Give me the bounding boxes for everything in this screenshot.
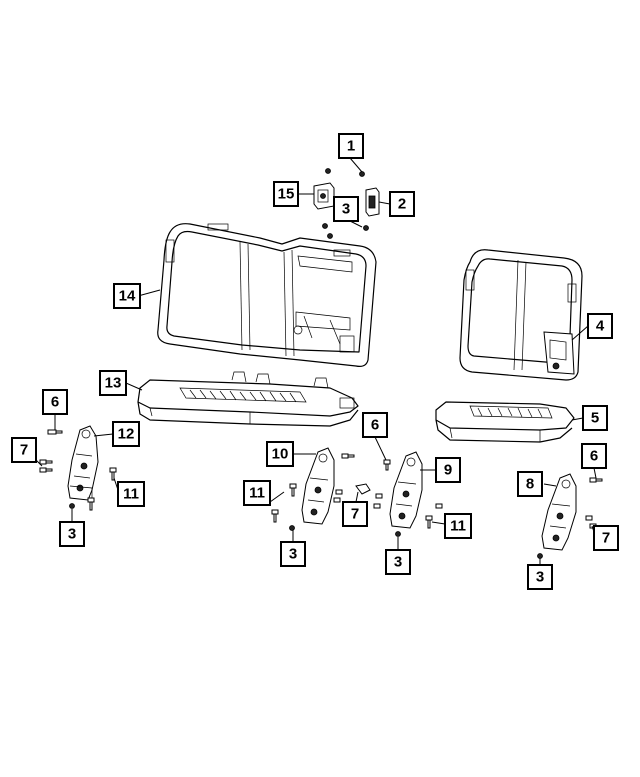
callout-14: 14 xyxy=(113,283,141,309)
callout-15: 15 xyxy=(273,181,299,207)
callout-3-middle-right: 3 xyxy=(385,549,411,575)
svg-text:12: 12 xyxy=(118,426,135,443)
svg-text:5: 5 xyxy=(591,410,599,427)
seat-cushion-frame-small-5 xyxy=(435,401,575,443)
svg-text:2: 2 xyxy=(398,196,406,213)
svg-text:4: 4 xyxy=(596,318,605,335)
callout-2: 2 xyxy=(389,191,415,217)
svg-text:7: 7 xyxy=(602,530,610,547)
svg-text:14: 14 xyxy=(119,288,136,305)
callout-7-middle: 7 xyxy=(342,501,368,527)
svg-text:10: 10 xyxy=(272,446,289,463)
top-fasteners xyxy=(322,168,369,239)
callout-6-left: 6 xyxy=(42,389,68,415)
callout-5: 5 xyxy=(582,405,608,431)
svg-text:8: 8 xyxy=(526,476,534,493)
latch-bracket-15 xyxy=(313,182,335,210)
seat-cushion-frame-large-13 xyxy=(137,371,359,427)
callout-12: 12 xyxy=(112,421,140,447)
hinge-bracket-8 xyxy=(541,473,577,551)
svg-text:6: 6 xyxy=(371,417,379,434)
svg-text:13: 13 xyxy=(105,375,122,392)
hinge-bracket-10 xyxy=(301,447,335,525)
callout-3-top: 3 xyxy=(333,196,359,222)
seat-back-frame-large-14 xyxy=(157,223,377,367)
callout-11-middle-right: 11 xyxy=(444,513,472,539)
svg-text:3: 3 xyxy=(289,546,297,563)
callout-6-right: 6 xyxy=(581,443,607,469)
svg-text:11: 11 xyxy=(249,485,265,502)
callout-1: 1 xyxy=(338,133,364,159)
fasteners xyxy=(39,429,603,559)
callout-6-middle: 6 xyxy=(362,412,388,438)
hinge-bracket-9 xyxy=(389,451,423,529)
svg-text:15: 15 xyxy=(278,186,295,203)
seat-back-frame-small-4 xyxy=(459,249,583,381)
svg-text:1: 1 xyxy=(347,138,355,155)
callout-11-left: 11 xyxy=(117,481,145,507)
callout-7-right: 7 xyxy=(593,525,619,551)
callout-9: 9 xyxy=(435,457,461,483)
svg-text:3: 3 xyxy=(394,554,402,571)
svg-text:3: 3 xyxy=(536,569,544,586)
svg-text:3: 3 xyxy=(68,526,76,543)
svg-text:11: 11 xyxy=(123,486,139,503)
callout-11-middle-left: 11 xyxy=(243,480,271,506)
callout-13: 13 xyxy=(99,370,127,396)
svg-text:9: 9 xyxy=(444,462,452,479)
callout-8: 8 xyxy=(517,471,543,497)
callout-10: 10 xyxy=(266,441,294,467)
callouts: 1 15 2 3 14 4 13 5 xyxy=(11,133,619,590)
svg-text:11: 11 xyxy=(450,518,466,535)
svg-text:7: 7 xyxy=(351,506,359,523)
latch-cover-2 xyxy=(365,187,380,217)
leader-lines xyxy=(35,157,597,565)
callout-3-left: 3 xyxy=(59,521,85,547)
svg-text:6: 6 xyxy=(590,448,598,465)
svg-text:6: 6 xyxy=(51,394,59,411)
callout-7-left: 7 xyxy=(11,437,37,463)
svg-text:3: 3 xyxy=(342,201,350,218)
svg-text:7: 7 xyxy=(20,442,28,459)
callout-3-right: 3 xyxy=(527,564,553,590)
callout-4: 4 xyxy=(587,313,613,339)
callout-3-middle-left: 3 xyxy=(280,541,306,567)
hinge-bracket-12 xyxy=(67,425,99,501)
